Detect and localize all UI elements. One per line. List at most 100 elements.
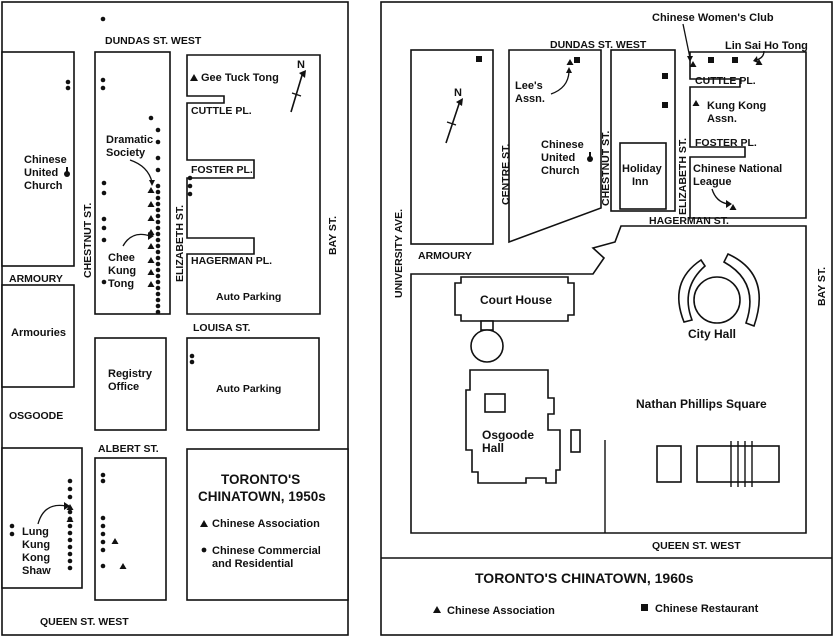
arrow-chee-kung <box>122 233 151 247</box>
arrowhead-dramatic-society <box>149 180 155 186</box>
restaurant-marker <box>732 57 738 63</box>
commercial-marker <box>67 558 73 564</box>
map-1950s-title-l2: CHINATOWN, 1950s <box>198 489 326 504</box>
street-osgoode-1950: OSGOODE <box>9 410 63 422</box>
commercial-marker <box>155 201 161 207</box>
street-hagerman-1960: HAGERMAN ST. <box>649 215 729 227</box>
label-dramatic-society-l1: Dramatic <box>106 134 153 146</box>
label-chee-kung-l3: Tong <box>108 278 134 290</box>
commercial-marker <box>155 309 161 315</box>
legend-association-icon <box>200 520 208 527</box>
association-marker <box>111 538 119 544</box>
association-marker <box>190 74 198 81</box>
commercial-marker <box>100 16 106 22</box>
label-gee-tuck-tong: Gee Tuck Tong <box>201 72 279 84</box>
commercial-marker <box>100 478 106 484</box>
association-marker <box>147 229 155 235</box>
legend-commercial-icon <box>201 547 207 553</box>
street-louisa-1950: LOUISA ST. <box>193 322 250 334</box>
arrow-dramatic-society <box>129 159 153 183</box>
street-chestnut-1950: CHESTNUT ST. <box>82 203 94 278</box>
association-marker <box>147 215 155 221</box>
legend-restaurant-icon <box>641 604 648 611</box>
commercial-marker <box>67 494 73 500</box>
association-marker <box>119 563 127 569</box>
commercial-marker <box>67 537 73 543</box>
commercial-marker <box>189 359 195 365</box>
street-foster-1950: FOSTER PL. <box>191 164 253 176</box>
commercial-marker <box>101 180 107 186</box>
legend-restaurant-1960: Chinese Restaurant <box>655 603 759 615</box>
commercial-marker <box>148 115 154 121</box>
commercial-marker <box>101 279 107 285</box>
label-kung-kong-l1: Kung Kong <box>707 100 766 112</box>
association-marker <box>66 504 74 510</box>
map-1960s-title: TORONTO'S CHINATOWN, 1960s <box>475 570 694 586</box>
label-church-1960-l2: United <box>541 152 575 164</box>
block-albert-south-1950 <box>94 457 167 601</box>
block-chestnut-1950 <box>94 51 171 315</box>
commercial-marker <box>100 77 106 83</box>
commercial-marker <box>155 279 161 285</box>
block-elizabeth-east-1960 <box>689 51 807 219</box>
commercial-marker <box>155 189 161 195</box>
block-church-1950 <box>1 51 75 267</box>
street-queen-1960: QUEEN ST. WEST <box>652 540 741 552</box>
label-city-hall: City Hall <box>688 327 736 341</box>
church-icon <box>587 152 593 162</box>
commercial-marker <box>155 231 161 237</box>
legend-association-icon <box>433 606 441 613</box>
street-bay-1960: BAY ST. <box>816 267 828 306</box>
street-cuttle-1960: CUTTLE PL. <box>695 75 756 87</box>
association-marker <box>689 61 697 67</box>
label-lees-l2: Assn. <box>515 93 545 105</box>
label-osgoode-hall-l1: Osgoode <box>482 428 534 442</box>
commercial-marker <box>101 237 107 243</box>
association-marker <box>147 269 155 275</box>
commercial-marker <box>155 285 161 291</box>
commercial-marker <box>155 291 161 297</box>
label-lung-kung-l3: Kong <box>22 552 50 564</box>
label-holiday-inn-l2: Inn <box>632 176 649 188</box>
association-marker <box>147 243 155 249</box>
label-court-house: Court House <box>480 293 552 307</box>
restaurant-marker <box>574 57 580 63</box>
street-hagerman-1950: HAGERMAN PL. <box>191 255 272 267</box>
arrow-lung-kung <box>37 504 67 525</box>
commercial-marker <box>187 183 193 189</box>
street-armoury-1960: ARMOURY <box>418 250 472 262</box>
street-bay-1950: BAY ST. <box>327 216 339 255</box>
street-elizabeth-1960: ELIZABETH ST. <box>677 138 689 215</box>
commercial-marker <box>67 523 73 529</box>
street-queen-1950: QUEEN ST. WEST <box>40 616 129 628</box>
street-elizabeth-1950: ELIZABETH ST. <box>174 205 186 282</box>
north-arrow-icon: N <box>290 59 306 113</box>
commercial-marker <box>101 190 107 196</box>
commercial-marker <box>101 225 107 231</box>
legend-commercial-l1: Chinese Commercial <box>212 545 321 557</box>
commercial-marker <box>155 273 161 279</box>
commercial-marker <box>9 531 15 537</box>
arrowhead-lees <box>566 67 572 73</box>
north-arrow-icon: N <box>445 87 463 144</box>
label-lung-kung-l1: Lung <box>22 526 49 538</box>
commercial-marker <box>100 515 106 521</box>
association-marker <box>755 59 763 65</box>
block-elizabeth-east-1950 <box>186 54 321 315</box>
block-church-1960 <box>508 49 602 244</box>
label-lung-kung-l2: Kung <box>22 539 50 551</box>
commercial-marker <box>155 207 161 213</box>
arrowhead-lung-kung <box>64 502 70 510</box>
label-osgoode-hall-l2: Hall <box>482 441 504 455</box>
label-holiday-inn-l1: Holiday <box>622 163 663 175</box>
association-marker <box>147 201 155 207</box>
label-nathan-phillips-square: Nathan Phillips Square <box>636 397 767 411</box>
label-national-league-l2: League <box>693 176 732 188</box>
street-albert-1950: ALBERT ST. <box>98 443 159 455</box>
street-cuttle-1950: CUTTLE PL. <box>191 105 252 117</box>
association-marker <box>729 204 737 210</box>
restaurant-marker <box>662 73 668 79</box>
label-chinese-united-l2: United <box>24 167 58 179</box>
commercial-marker <box>100 547 106 553</box>
